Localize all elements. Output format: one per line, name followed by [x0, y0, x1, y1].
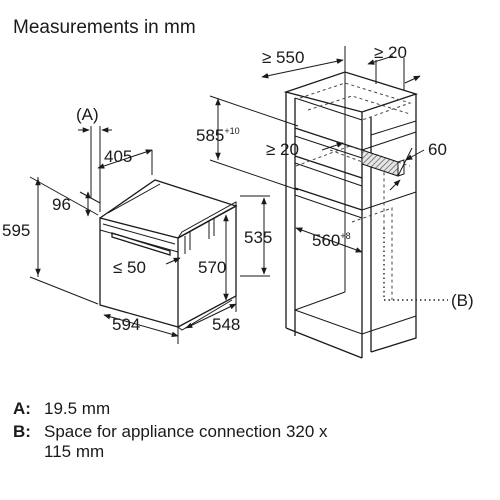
diagram-title: Measurements in mm	[13, 17, 196, 38]
legend-item-a: A: 19.5 mm	[13, 399, 110, 418]
clearance-20-mid-label: ≥ 20	[266, 140, 299, 159]
oven-drawing	[99, 179, 238, 331]
height-96-label: 96	[52, 195, 71, 214]
width-560-label: 560+8	[312, 231, 351, 250]
connection-space-label: (B)	[451, 291, 474, 310]
height-585-label: 585+10	[196, 126, 240, 145]
height-570-label: 570	[198, 258, 226, 277]
legend-item-b: B: Space for appliance connection 320 x	[13, 422, 328, 441]
oven-dimension-lines	[29, 126, 270, 344]
clearance-20-top-label: ≥ 20	[374, 43, 407, 62]
cabinet-drawing	[283, 71, 419, 359]
gap-50-label: ≤ 50	[113, 258, 146, 277]
depth-550-label: ≥ 550	[262, 48, 304, 67]
legend-item-b-continued: 115 mm	[44, 442, 104, 461]
height-595-label: 595	[2, 221, 30, 240]
cabinet-dimension-lines	[209, 46, 448, 301]
legend: A: 19.5 mm B: Space for appliance connec…	[13, 399, 328, 461]
vent-60-label: 60	[428, 140, 447, 159]
height-535-label: 535	[244, 228, 272, 247]
width-594-label: 594	[112, 315, 140, 334]
depth-405-label: 405	[104, 147, 132, 166]
recess-label: (A)	[76, 105, 99, 124]
depth-548-label: 548	[212, 315, 240, 334]
